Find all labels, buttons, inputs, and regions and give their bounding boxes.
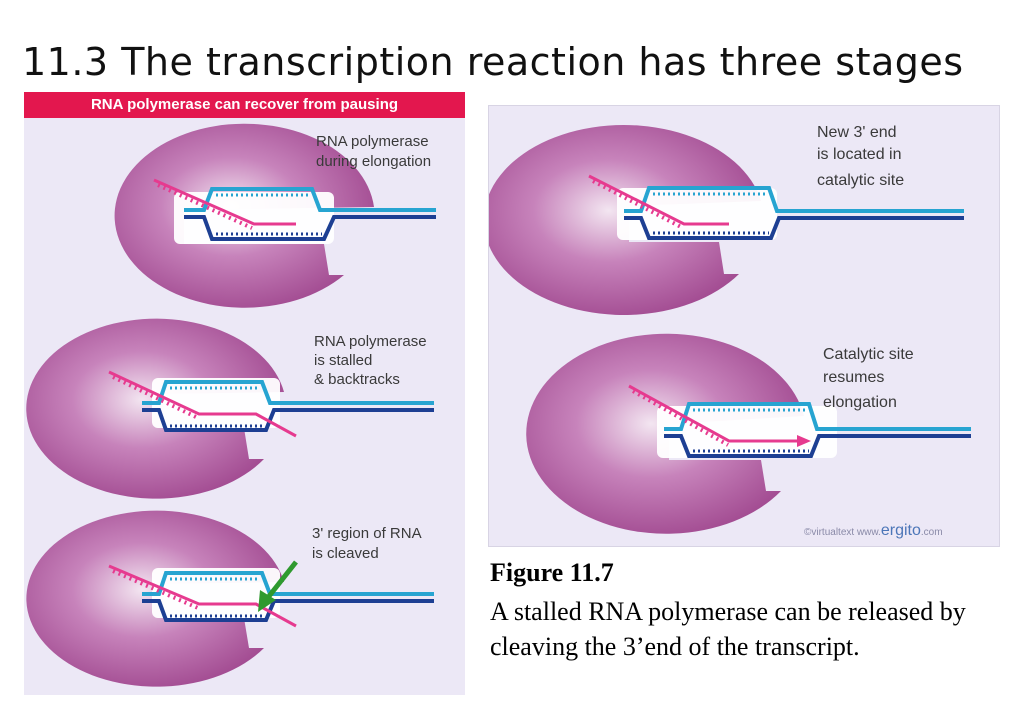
dna-nontemplate-strand xyxy=(142,380,434,405)
slide-title: 11.3 The transcription reaction has thre… xyxy=(22,40,964,84)
dna-nontemplate-strand xyxy=(142,571,434,596)
svg-text:©virtualtext www.ergito.com: ©virtualtext www.ergito.com xyxy=(804,522,943,539)
rna-transcript xyxy=(108,370,297,438)
dna-template-strand xyxy=(664,434,971,458)
stage-label: Catalytic site xyxy=(823,346,914,363)
stage-resume-diagram: Catalytic site resumes elongation xyxy=(526,333,971,534)
stage-label: New 3' end xyxy=(817,124,897,141)
polymerase-shape xyxy=(114,123,375,308)
dna-nontemplate-strand xyxy=(184,187,436,212)
dna-nontemplate-strand xyxy=(664,402,971,431)
active-site-channel xyxy=(617,188,777,240)
stage-cleavage-diagram: 3' region of RNA is cleaved xyxy=(26,510,434,687)
stage-label: catalytic site xyxy=(817,172,904,189)
elongation-arrow-icon xyxy=(797,435,811,447)
credit-line: ©virtualtext www.ergito.com xyxy=(804,522,943,539)
stage-label: RNA polymerase xyxy=(314,333,427,350)
left-figure-panel: RNA polymerase can recover from pausing xyxy=(24,92,465,695)
stage-label: during elongation xyxy=(316,153,431,170)
stage-label: & backtracks xyxy=(314,371,400,388)
dna-template-strand xyxy=(142,408,434,432)
stage-label: RNA polymerase xyxy=(316,133,429,150)
right-figure-panel: New 3' end is located in catalytic site xyxy=(488,105,1000,547)
stage-label: elongation xyxy=(823,394,897,411)
stage-label: 3' region of RNA xyxy=(312,525,422,542)
active-site-channel xyxy=(657,406,837,458)
stage-new-end-diagram: New 3' end is located in catalytic site xyxy=(489,124,964,315)
stage-backtrack-diagram: RNA polymerase is stalled & backtracks xyxy=(26,318,434,499)
dna-template-strand xyxy=(142,599,434,622)
dna-template-strand xyxy=(184,215,436,241)
stage-label: is stalled xyxy=(314,352,372,369)
dna-nontemplate-strand xyxy=(624,186,964,213)
figure-caption: A stalled RNA polymerase can be released… xyxy=(490,597,966,661)
panel-banner: RNA polymerase can recover from pausing xyxy=(24,92,465,118)
cleavage-arrow-icon xyxy=(258,560,298,612)
stage-label: is cleaved xyxy=(312,545,379,562)
rna-transcript xyxy=(588,174,729,230)
dna-template-strand xyxy=(624,216,964,240)
figure-number: Figure 11.7 xyxy=(490,558,614,587)
stage-elongation-diagram: RNA polymerase during elongation xyxy=(114,123,436,308)
stage-label: resumes xyxy=(823,369,884,386)
rna-transcript xyxy=(153,178,296,230)
rna-transcript xyxy=(108,564,297,628)
active-site-channel xyxy=(152,378,280,428)
right-diagram: New 3' end is located in catalytic site xyxy=(489,124,971,539)
left-diagram: RNA polymerase during elongation RNA pol… xyxy=(26,123,436,687)
rna-transcript xyxy=(628,384,799,447)
stage-label: is located in xyxy=(817,146,902,163)
